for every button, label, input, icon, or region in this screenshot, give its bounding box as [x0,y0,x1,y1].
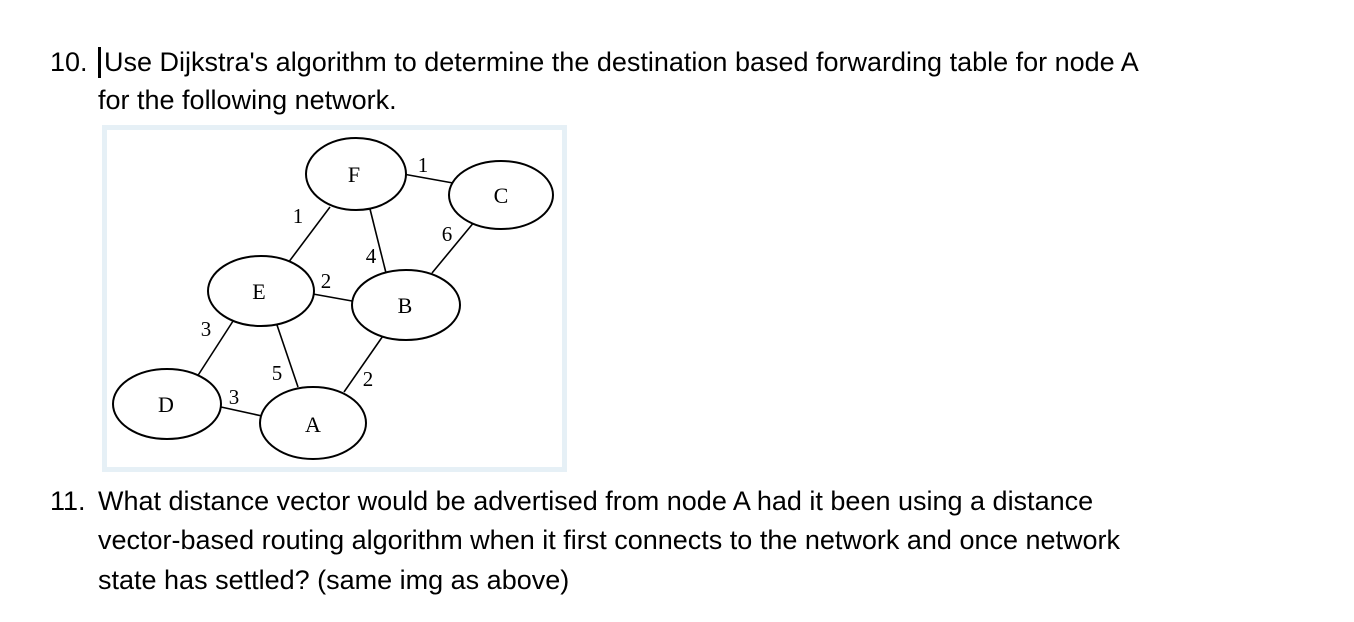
edge-e-b-weight: 2 [321,269,332,293]
question-11-number: 11. [50,486,86,516]
node-d-label: D [158,392,174,417]
network-diagram: F C E B D A 1 1 4 6 2 3 5 2 3 [102,125,567,472]
edge-f-c [402,173,454,184]
node-b [351,269,461,341]
edge-f-c-weight: 1 [418,153,429,177]
edge-a-b-weight: 2 [363,367,374,391]
node-e-label: E [252,279,265,304]
edge-d-a-weight: 3 [229,385,240,409]
node-b-label: B [398,293,413,318]
node-c [448,160,554,230]
node-a [259,386,367,460]
edge-f-b-weight: 4 [366,244,377,268]
question-11-text-line-1: What distance vector would be advertised… [98,486,1094,516]
network-graph: F C E B D A 1 1 4 6 2 3 5 2 3 [112,137,554,460]
question-11-text-line-2: vector-based routing algorithm when it f… [98,525,1121,555]
edge-d-a [220,406,263,417]
edge-f-b [369,208,388,278]
node-f-label: F [348,162,360,187]
edge-e-b [312,293,353,302]
question-11-text-line-3: state has settled? (same img as above) [98,565,570,595]
edge-a-b [343,332,386,393]
edge-e-a-weight: 5 [272,361,283,385]
edge-e-f [284,206,331,268]
edge-d-e [194,317,236,381]
node-f [305,137,407,211]
question-10-text-line-2: for the following network. [98,85,397,115]
node-c-label: C [494,183,509,208]
edge-e-f-weight: 1 [293,204,304,228]
question-10-text-line-1: Use Dijkstra's algorithm to determine th… [104,47,1139,77]
edge-d-e-weight: 3 [201,317,212,341]
edge-b-c-weight: 6 [442,222,453,246]
text-cursor [98,47,101,78]
node-e [207,255,315,327]
node-d [112,368,222,440]
node-a-label: A [305,412,321,437]
edge-e-a [276,324,299,388]
edge-b-c [431,220,476,274]
question-10-number: 10. [50,47,88,77]
